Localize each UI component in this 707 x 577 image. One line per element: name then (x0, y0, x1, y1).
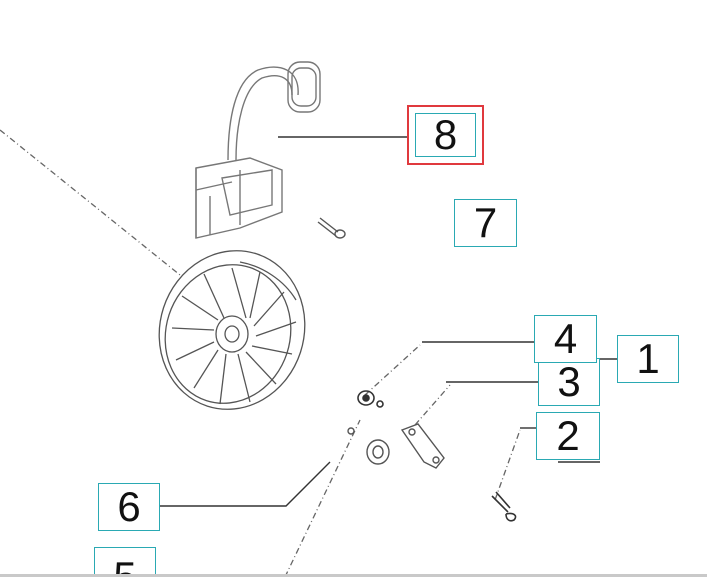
assembly-axis-line (364, 344, 421, 396)
callout-3-number: 3 (557, 358, 581, 405)
assembly-axis-line (414, 384, 451, 426)
assembly-axis-line (494, 429, 521, 501)
assembly-axis-line (0, 129, 181, 276)
ignition-module-icon (195, 61, 321, 239)
flywheel-icon (158, 250, 306, 410)
callout-2-number: 2 (556, 412, 580, 459)
callout-1-number: 1 (636, 335, 660, 382)
callout-2[interactable]: 2 (536, 412, 600, 460)
callout-4-number: 4 (553, 315, 578, 362)
nut-icon (357, 390, 384, 408)
clutch-pawl-icon (400, 423, 445, 469)
callout-8-number: 8 (433, 111, 458, 158)
washer-icon (347, 427, 390, 465)
callout-4[interactable]: 4 (534, 315, 597, 363)
callout-8-inner-frame (415, 113, 476, 157)
screw-icon (317, 217, 346, 239)
callout-6[interactable]: 6 (98, 483, 160, 531)
assembly-axis-line (284, 419, 361, 577)
callout-3[interactable]: 3 (538, 358, 600, 406)
callout-5[interactable]: 5 (94, 547, 156, 577)
leader-line-6 (160, 461, 331, 507)
bottom-edge-bar (0, 574, 707, 577)
callout-5-number: 5 (113, 553, 137, 577)
callout-8[interactable]: 8 (407, 105, 484, 165)
callout-1[interactable]: 1 (617, 335, 679, 383)
callout-7-number: 7 (473, 199, 498, 246)
screw-icon (491, 491, 517, 522)
callout-7[interactable]: 7 (454, 199, 517, 247)
callout-6-number: 6 (117, 483, 141, 530)
